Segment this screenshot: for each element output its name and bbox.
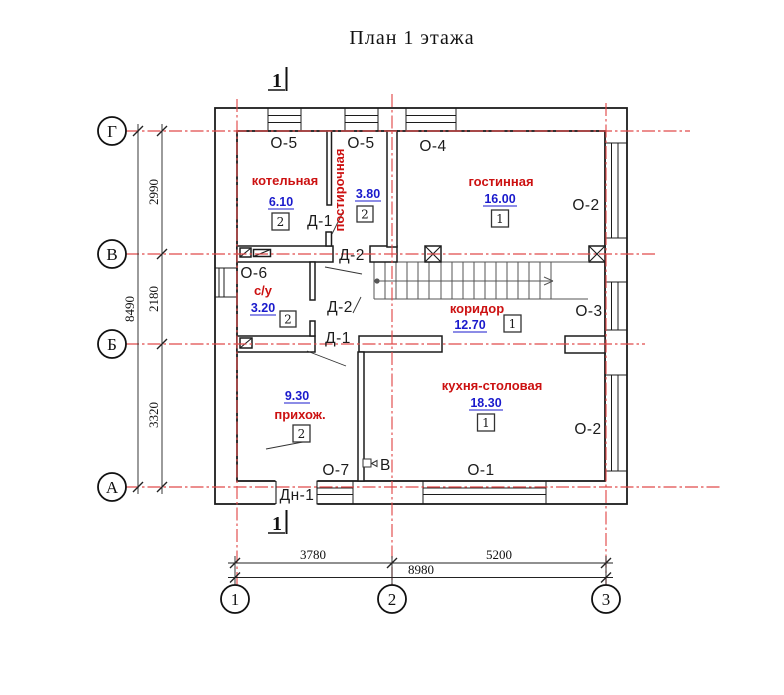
dim-left-total: 8490 [122, 296, 137, 322]
room-labels: котельная 6.10 2 постирочная 3.80 2 гост… [250, 149, 543, 443]
room-cat-hall: 2 [298, 427, 306, 441]
room-name-boiler: котельная [252, 173, 318, 188]
axis-row-G: Г [107, 122, 117, 141]
vent-triangle-icon [370, 459, 378, 468]
window-label-o5-1: О-5 [270, 135, 297, 152]
room-area-corridor: 12.70 [454, 318, 485, 332]
building-walls [214, 107, 628, 507]
window-label-o2-bottom: О-2 [574, 421, 601, 438]
axis-col-2: 2 [388, 590, 397, 609]
window-label-o2-top: О-2 [572, 197, 599, 214]
room-area-wc: 3.20 [251, 301, 275, 315]
room-name-wc: с/у [254, 283, 273, 298]
window-O7-symbol [316, 480, 354, 505]
leader-line [352, 296, 362, 314]
room-area-laundry: 3.80 [356, 187, 380, 201]
dimension-lines: 2990 2180 3320 8490 3780 5200 8980 [122, 124, 613, 585]
vent-duct-box [239, 337, 253, 349]
axis-col-1: 1 [231, 590, 240, 609]
dim-bottom-total: 8980 [408, 562, 434, 577]
section-mark-bottom: 1 [268, 510, 288, 535]
room-name-kitchen: кухня-столовая [442, 378, 543, 393]
window-label-o1: О-1 [467, 462, 494, 479]
section-mark-top: 1 [268, 67, 288, 92]
vent-duct-box [252, 248, 272, 258]
section-mark-label: 1 [272, 513, 282, 535]
dim-left-1: 2990 [146, 179, 161, 205]
axis-row-V: В [106, 245, 117, 264]
dim-bottom-1: 3780 [300, 547, 326, 562]
leader-line [331, 211, 344, 235]
partition-hall-kitchen [357, 351, 365, 482]
leader-line [306, 350, 347, 367]
room-cat-living: 1 [496, 212, 504, 226]
room-name-corridor: коридор [450, 301, 504, 316]
window-labels: О-5 О-5 О-4 О-2 О-3 О-2 О-6 О-7 О-1 [240, 135, 602, 479]
window-label-o6: О-6 [240, 265, 267, 282]
room-cat-laundry: 2 [361, 208, 369, 222]
room-area-boiler: 6.10 [269, 195, 293, 209]
axis-col-3: 3 [602, 590, 611, 609]
window-O3-symbol [604, 281, 628, 331]
stairs-direction-arrow [374, 276, 554, 286]
room-name-living: гостинная [468, 174, 533, 189]
door-label-d2-wc: Д-2 [327, 299, 353, 316]
partition-stub [325, 231, 333, 247]
leader-line [324, 266, 363, 275]
entrance-door-gap [275, 478, 318, 507]
room-cat-wc: 2 [284, 313, 292, 327]
vent-symbol: В [362, 457, 391, 474]
window-label-o7: О-7 [322, 462, 349, 479]
partition-stub [309, 320, 316, 337]
door-label-d1-hall: Д-1 [325, 330, 351, 347]
room-cat-kitchen: 1 [482, 416, 490, 430]
vent-duct-box [239, 247, 252, 258]
window-O5-2-symbol [344, 107, 379, 132]
axis-grid-lines [126, 94, 720, 585]
partition-boiler-laundry [326, 130, 333, 206]
dim-left-2: 2180 [146, 286, 161, 312]
axis-bubbles: Г В Б А 1 2 3 [97, 116, 621, 614]
room-area-kitchen: 18.30 [470, 396, 501, 410]
window-label-o4: О-4 [419, 138, 446, 155]
room-cat-corridor: 1 [509, 317, 517, 331]
room-name-hall: прихож. [274, 407, 325, 422]
axis-row-A: А [106, 478, 119, 497]
window-O2-top-symbol [604, 142, 628, 239]
stairs [373, 261, 588, 300]
window-label-o5-2: О-5 [347, 135, 374, 152]
door-labels: Д-1 Д-2 Д-2 Д-1 Дн-1 [265, 211, 365, 504]
room-cat-boiler: 2 [277, 215, 285, 229]
door-label-dn1-entrance: Дн-1 [280, 487, 315, 504]
partition-wc [309, 261, 316, 301]
dim-bottom-2: 5200 [486, 547, 512, 562]
room-name-laundry: постирочная [332, 149, 347, 232]
outer-wall-outline [214, 107, 628, 505]
window-label-o3: О-3 [575, 303, 602, 320]
door-label-d1-boiler: Д-1 [307, 213, 333, 230]
window-O4-symbol [405, 107, 457, 132]
room-area-living: 16.00 [484, 192, 515, 206]
vent-label: В [380, 457, 391, 474]
dim-left-3: 3320 [146, 402, 161, 428]
window-O1-symbol [422, 480, 547, 505]
page-title: План 1 этажа [349, 27, 474, 49]
window-O2-bottom-symbol [604, 374, 628, 472]
door-label-d2-corridor: Д-2 [339, 247, 365, 264]
section-mark-label: 1 [272, 70, 282, 92]
room-area-hall: 9.30 [285, 389, 309, 403]
axis-row-B: Б [107, 335, 117, 354]
